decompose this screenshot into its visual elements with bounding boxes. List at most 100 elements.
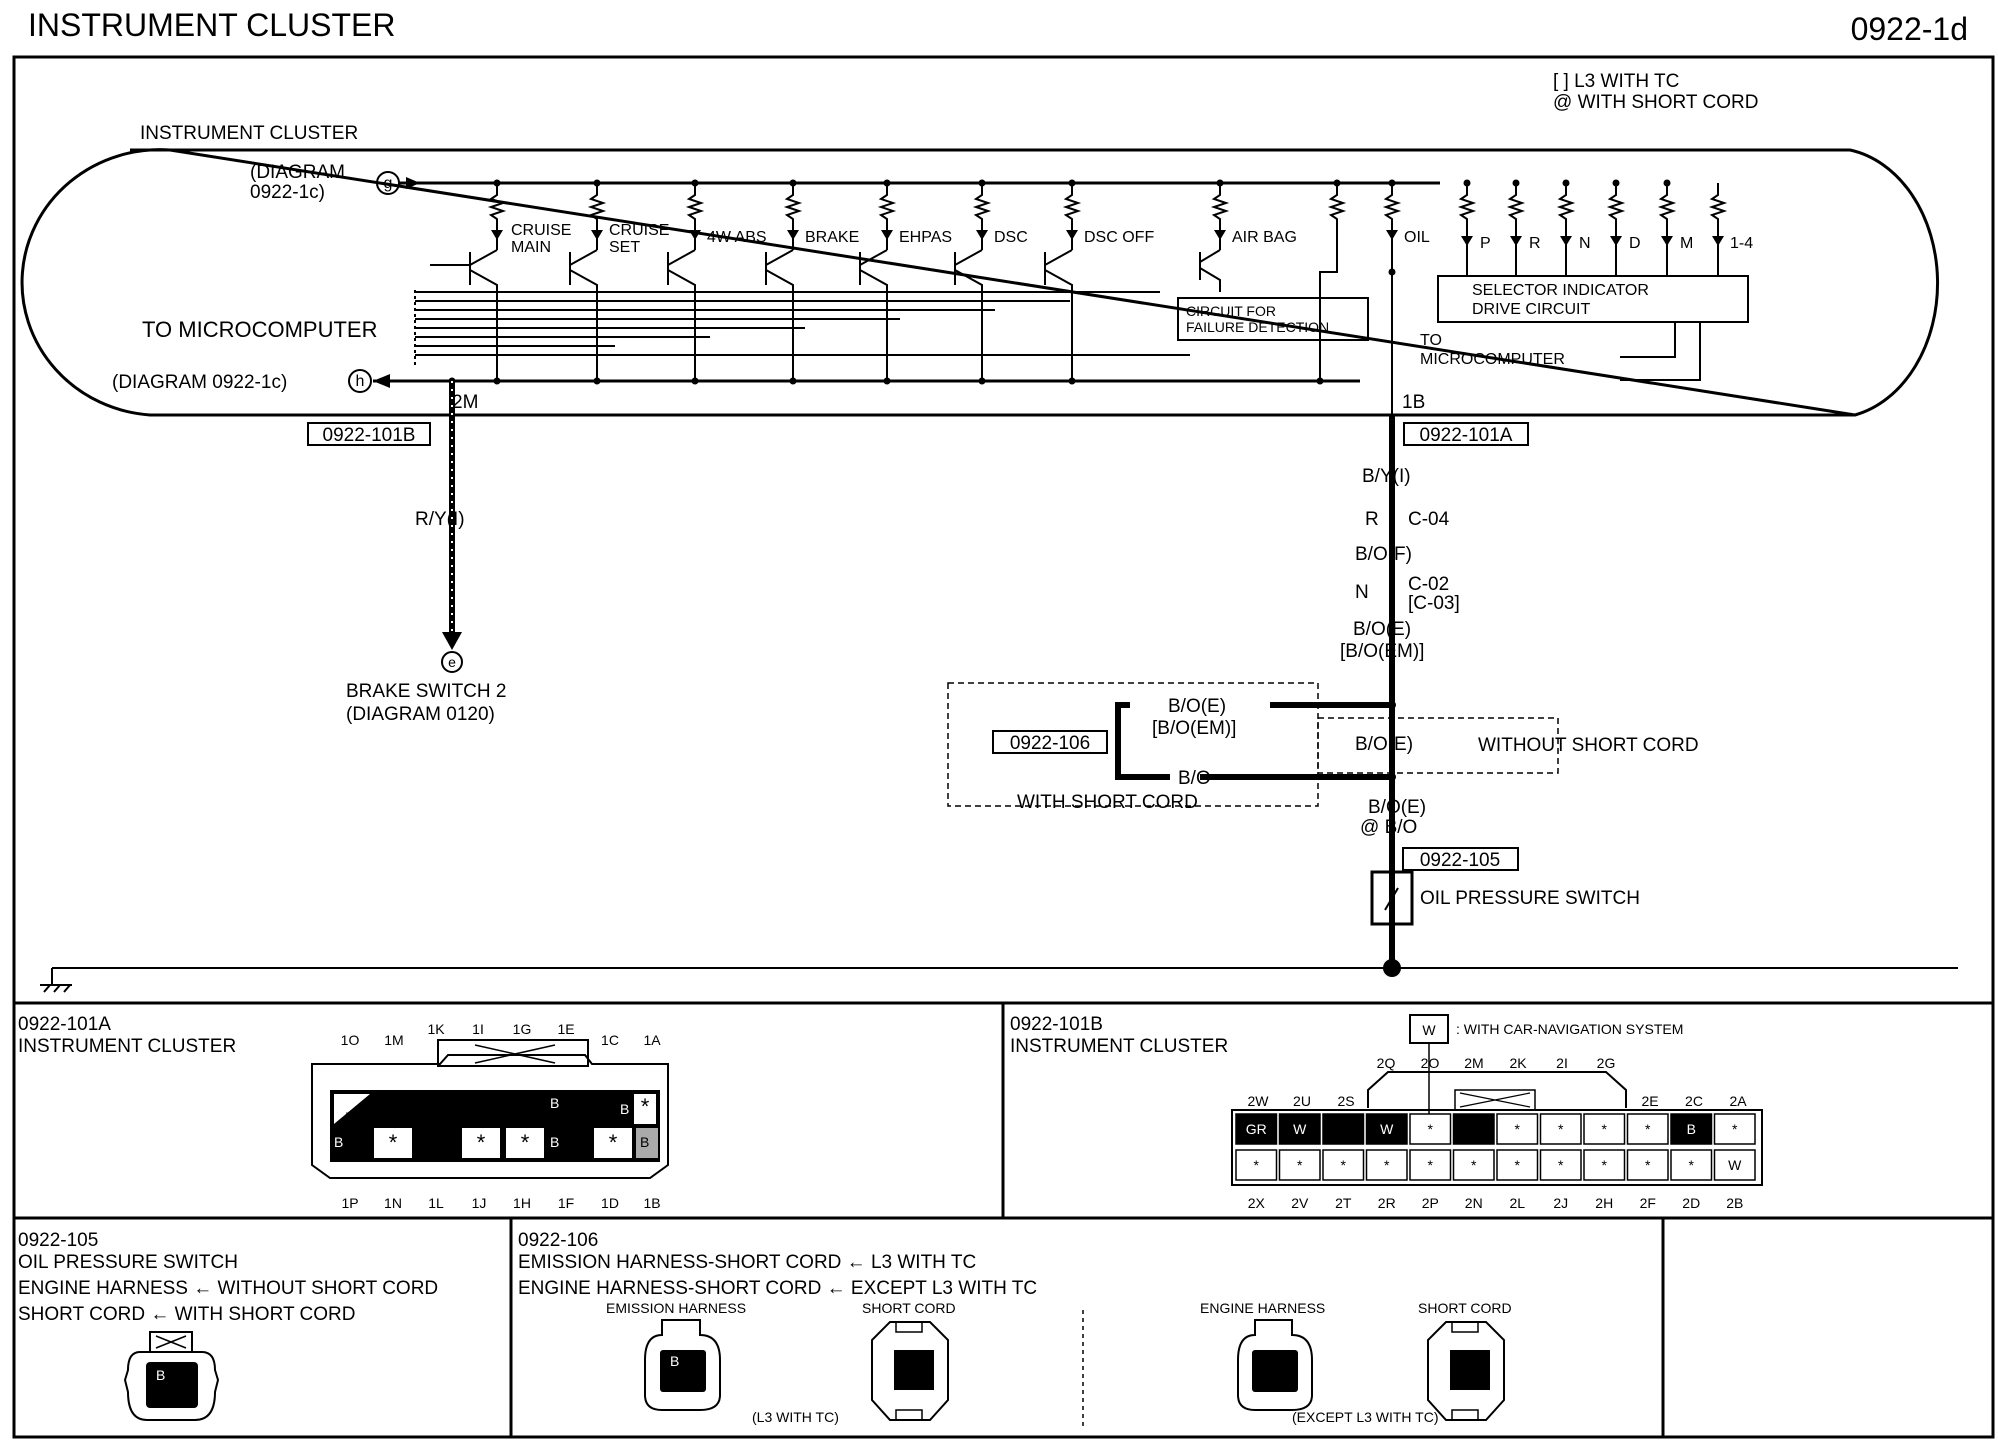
p101b-bottom-pin: 2X xyxy=(1248,1195,1266,1211)
p106-except: (EXCEPT L3 WITH TC) xyxy=(1292,1409,1439,1425)
p101b-pin-cell xyxy=(1496,1113,1539,1145)
p101b-pin-mark: * xyxy=(1558,1121,1564,1137)
p101a-mark-s5: * xyxy=(609,1130,618,1155)
p101b-pin-mark: * xyxy=(1558,1157,1564,1173)
p105-line-3: SHORT CORD ← WITH SHORT CORD xyxy=(18,1304,355,1325)
lamp-cruise-set-2: SET xyxy=(609,239,640,256)
p101b-pin-cell xyxy=(1626,1113,1669,1145)
lamp-cruise-set-1: CRUISE xyxy=(609,222,669,239)
pin-2m: 2M xyxy=(452,392,478,413)
oil-pressure-switch-label: OIL PRESSURE SWITCH xyxy=(1420,888,1640,909)
p101a-top-pins: 1O 1M 1K 1I 1G 1E 1C 1A xyxy=(341,1021,662,1048)
short-cord-top-1: B/O(E) xyxy=(1168,696,1226,717)
svg-text:1F: 1F xyxy=(558,1195,574,1211)
p101b-pin-cell xyxy=(1235,1113,1278,1145)
p101b-bottom-pin: 2T xyxy=(1335,1195,1352,1211)
p101a-bottom-pins: 1P 1N 1L 1J 1H 1F 1D 1B xyxy=(341,1195,660,1211)
p101a-mark-b2: B xyxy=(550,1095,559,1111)
page-title: INSTRUMENT CLUSTER xyxy=(28,7,395,43)
p101b-code: 0922-101B xyxy=(1010,1014,1103,1035)
p101a-mark-b1: B xyxy=(334,1134,343,1150)
p101b-pin-cell xyxy=(1409,1149,1452,1181)
p101b-pin-cell xyxy=(1583,1149,1626,1181)
lamp-ehpas: EHPAS xyxy=(899,229,952,246)
connector-e-icon xyxy=(441,651,463,673)
p105-connector-icon: B xyxy=(123,1331,220,1421)
wire-at-b-o: @ B/O xyxy=(1360,817,1417,838)
without-short-cord-region xyxy=(1317,717,1559,774)
wire-r-y-label: R/Y(I) xyxy=(415,509,465,530)
p101b-pin-cell xyxy=(1670,1149,1713,1181)
p101b-bottom-pin: 2J xyxy=(1553,1195,1568,1211)
svg-text:1M: 1M xyxy=(384,1032,403,1048)
legend-at: @ WITH SHORT CORD xyxy=(1553,92,1758,113)
p101b-pin-mark: * xyxy=(1732,1121,1738,1137)
connector-0922-101b: 0922-101B xyxy=(323,425,416,446)
p101a-mark-b4: B xyxy=(620,1101,629,1117)
joint-r-letter: R xyxy=(1365,509,1379,530)
p101b-pin-cell xyxy=(1539,1149,1582,1181)
svg-text:1P: 1P xyxy=(341,1195,358,1211)
p101b-bottom-pin: 2P xyxy=(1422,1195,1439,1211)
lamp-brake: BRAKE xyxy=(805,229,859,246)
p101b-pin-mark: B xyxy=(1687,1121,1696,1137)
svg-text:1C: 1C xyxy=(601,1032,619,1048)
p101b-pin-mark: * xyxy=(1341,1157,1347,1173)
connector-e-letter: e xyxy=(448,654,456,670)
svg-text:1D: 1D xyxy=(601,1195,619,1211)
p101b-pin-mark: * xyxy=(1297,1157,1303,1173)
p101b-pin-mark: * xyxy=(1471,1157,1477,1173)
p101a-mark-w: W xyxy=(346,1109,360,1125)
p101a-mark-b5: B xyxy=(640,1134,649,1150)
lamp-1-4: 1-4 xyxy=(1730,235,1753,252)
p101b-pin-mark: * xyxy=(1515,1121,1521,1137)
legend-brackets: [ ] L3 WITH TC xyxy=(1553,71,1679,92)
connector-h-icon xyxy=(348,369,372,393)
svg-text:2W: 2W xyxy=(1248,1093,1270,1109)
connector-0922-101a-tag xyxy=(1403,422,1529,446)
svg-text:2G: 2G xyxy=(1597,1055,1616,1071)
svg-text:1L: 1L xyxy=(428,1195,444,1211)
to-microcomputer-label: TO MICROCOMPUTER xyxy=(142,317,377,342)
lamp-d: D xyxy=(1629,235,1641,252)
svg-text:2S: 2S xyxy=(1337,1093,1354,1109)
svg-text:1B: 1B xyxy=(643,1195,660,1211)
p101b-bottom-pin: 2F xyxy=(1640,1195,1656,1211)
diagram-frame xyxy=(12,55,1995,1439)
lamp-cruise-main-1: CRUISE xyxy=(511,222,571,239)
connector-0922-101b-tag xyxy=(307,422,431,446)
p101b-pin-cell xyxy=(1452,1113,1495,1145)
with-short-cord-label: WITH SHORT CORD xyxy=(1017,792,1198,813)
brake-switch-label: BRAKE SWITCH 2 xyxy=(346,681,506,702)
connector-h-letter: h xyxy=(356,373,365,390)
diagram-in-1: (DIAGRAM xyxy=(250,162,345,183)
svg-text:1I: 1I xyxy=(472,1021,484,1037)
joint-c-03: [C-03] xyxy=(1408,593,1460,614)
brake-switch-diagram: (DIAGRAM 0120) xyxy=(346,704,495,725)
lamp-4w-abs: 4W ABS xyxy=(707,229,767,246)
p101b-pin-mark: * xyxy=(1428,1157,1434,1173)
p101a-mark-s4: * xyxy=(521,1130,530,1155)
p106-engine: ENGINE HARNESS xyxy=(1200,1300,1325,1316)
p101b-pin-cell xyxy=(1409,1113,1452,1145)
with-short-cord-region xyxy=(947,682,1319,807)
svg-text:2U: 2U xyxy=(1293,1093,1311,1109)
svg-text:2M: 2M xyxy=(1464,1055,1483,1071)
svg-text:1E: 1E xyxy=(557,1021,574,1037)
p101b-pin-mark: * xyxy=(1515,1157,1521,1173)
svg-text:2I: 2I xyxy=(1556,1055,1568,1071)
selector-box-2: DRIVE CIRCUIT xyxy=(1472,301,1590,318)
connector-0922-106-tag xyxy=(992,730,1108,754)
p101b-name: INSTRUMENT CLUSTER xyxy=(1010,1036,1228,1057)
p101b-pin-mark: * xyxy=(1602,1121,1608,1137)
p101b-bottom-pin: 2V xyxy=(1291,1195,1309,1211)
p101b-pin-cell xyxy=(1278,1149,1321,1181)
w-note: : WITH CAR-NAVIGATION SYSTEM xyxy=(1456,1021,1683,1037)
svg-text:2K: 2K xyxy=(1509,1055,1527,1071)
p101b-pin-cell xyxy=(1365,1149,1408,1181)
p101b-pin-cell xyxy=(1496,1149,1539,1181)
p105-code: 0922-105 xyxy=(18,1230,98,1251)
cluster-label: INSTRUMENT CLUSTER xyxy=(140,123,358,144)
wire-b-o-em-1: [B/O(EM)] xyxy=(1340,641,1424,662)
